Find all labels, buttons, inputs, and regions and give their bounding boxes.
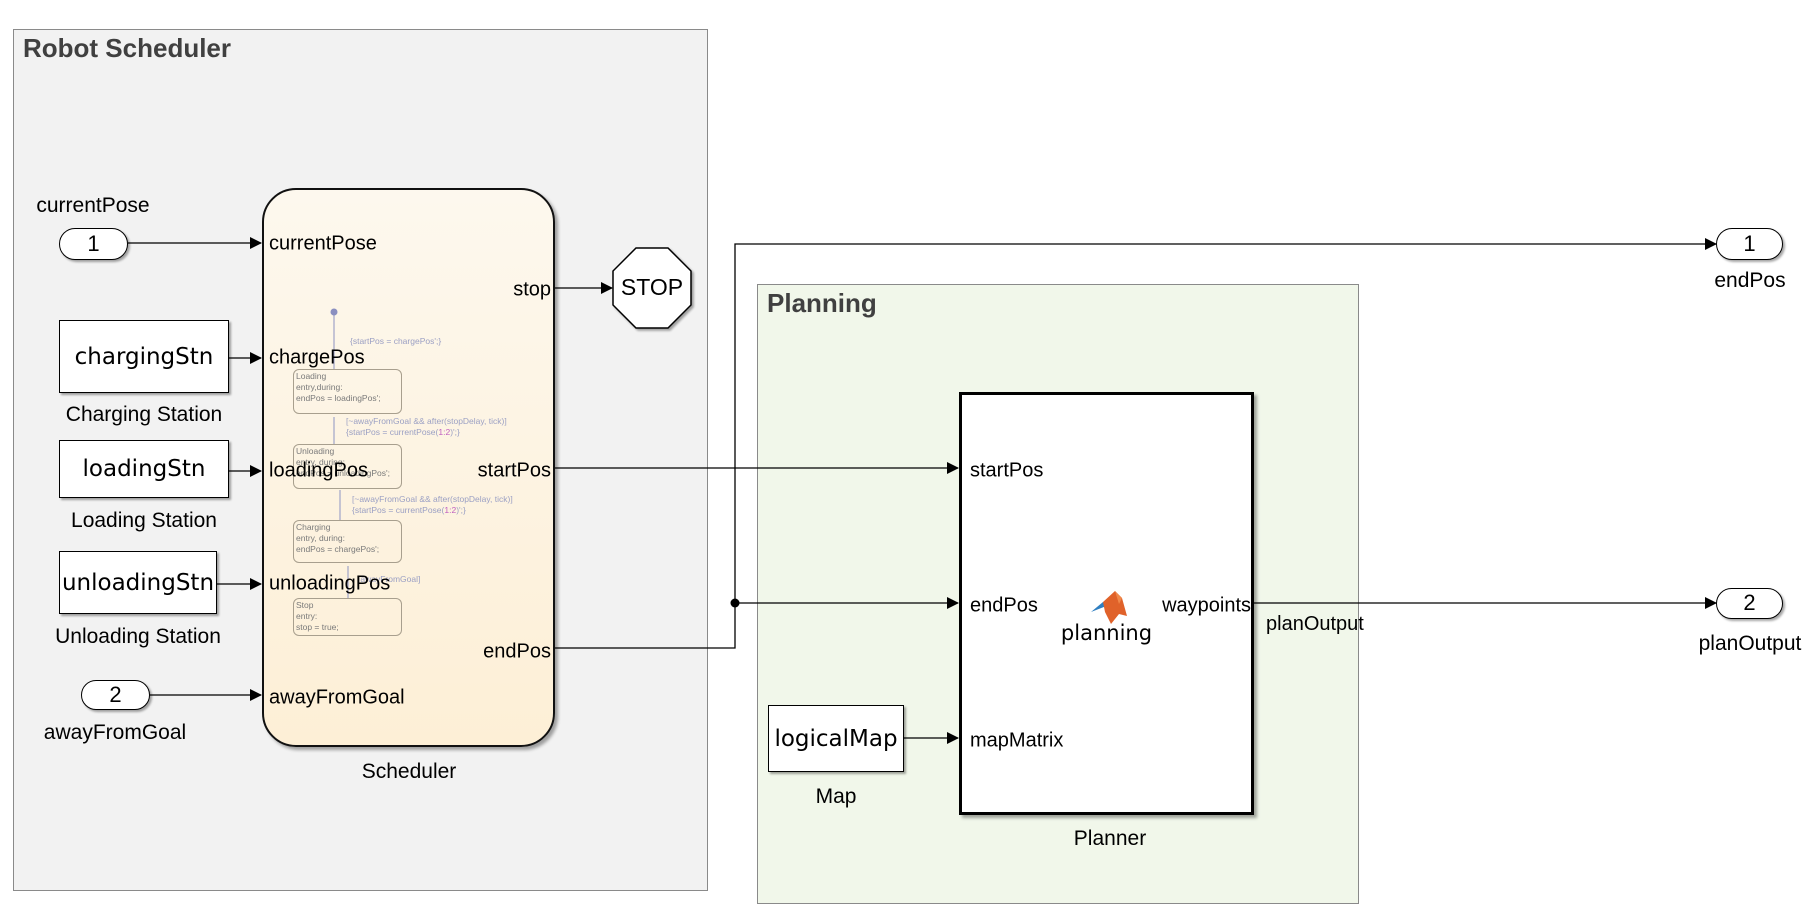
constant-loadingstn-label: Loading Station: [71, 509, 217, 532]
transition-guard: [~awayFromGoal && after(stopDelay, tick)…: [346, 416, 507, 426]
scheduler-chart[interactable]: {startPos = chargePos';} Loading entry,d…: [262, 188, 555, 747]
scheduler-in-chargepos: chargePos: [269, 346, 365, 369]
state-action: endPos = unloadingPos';: [296, 468, 391, 478]
outport-number: 1: [1743, 231, 1756, 256]
scheduler-label: Scheduler: [361, 760, 457, 783]
inport-awayfromgoal-label: awayFromGoal: [43, 721, 187, 744]
state-entry: entry, during:: [296, 457, 345, 467]
planner-in-endpos: endPos: [970, 594, 1038, 617]
planner-label: Planner: [1073, 827, 1147, 850]
transition-action: {startPos = currentPose(1:2)';}: [352, 505, 466, 515]
scheduler-in-currentpose: currentPose: [269, 232, 377, 255]
branch-point: [730, 598, 740, 608]
default-transition-action: {startPos = chargePos';}: [350, 336, 442, 346]
inport-currentpose[interactable]: 1: [59, 228, 128, 260]
inport-awayfromgoal[interactable]: 2: [81, 680, 150, 710]
inport-number: 2: [109, 682, 122, 707]
wire-endpos: [555, 238, 1717, 649]
scheduler-out-startpos: startPos: [477, 459, 551, 482]
constant-chargingstn-label: Charging Station: [65, 403, 223, 426]
outport-endpos-label: endPos: [1714, 269, 1786, 292]
constant-value: loadingStn: [82, 456, 206, 482]
planner-in-mapmatrix: mapMatrix: [970, 729, 1064, 752]
state-entry: entry, during:: [296, 533, 345, 543]
constant-value: chargingStn: [74, 343, 214, 370]
robot-scheduler-title: Robot Scheduler: [23, 33, 232, 63]
state-charging[interactable]: Charging entry, during: endPos = chargeP…: [293, 520, 402, 563]
scheduler-in-unloadingpos: unloadingPos: [269, 572, 391, 595]
planner-block[interactable]: planning: [959, 392, 1254, 815]
state-action: endPos = chargePos';: [296, 544, 380, 554]
state-unloading[interactable]: Unloading entry, during: endPos = unload…: [293, 444, 402, 489]
chart-transitions: [330, 308, 349, 598]
state-loading[interactable]: Loading entry,during: endPos = loadingPo…: [293, 369, 402, 414]
constant-value: unloadingStn: [61, 569, 215, 596]
constant-chargingstn[interactable]: chargingStn: [59, 320, 229, 393]
planner-function-name: planning: [1060, 621, 1153, 645]
state-action: endPos = loadingPos';: [296, 393, 381, 403]
state-name: Stop: [296, 600, 314, 610]
transition-action: {startPos = currentPose(1:2)';}: [346, 427, 460, 437]
scheduler-out-endpos: endPos: [483, 640, 551, 663]
default-transition-dot: [330, 308, 338, 316]
scheduler-out-stop: stop: [513, 278, 551, 301]
signal-label-planoutput: planOutput: [1266, 613, 1364, 635]
outport-planoutput[interactable]: 2: [1716, 588, 1783, 619]
planner-in-startpos: startPos: [970, 459, 1044, 482]
outport-planoutput-label: planOutput: [1698, 632, 1802, 655]
outport-number: 2: [1743, 590, 1756, 615]
constant-loadingstn[interactable]: loadingStn: [59, 440, 229, 498]
state-entry: entry:: [296, 611, 318, 621]
stop-block[interactable]: [612, 247, 696, 335]
stop-block-label: STOP: [620, 274, 684, 300]
state-name: Unloading: [296, 446, 335, 456]
constant-logicalmap[interactable]: logicalMap: [768, 705, 904, 772]
transition-loading-unloading: [~awayFromGoal && after(stopDelay, tick)…: [346, 416, 507, 438]
inport-number: 1: [87, 231, 100, 256]
state-name: Charging: [296, 522, 331, 532]
constant-value: logicalMap: [774, 725, 898, 752]
transition-guard: [~awayFromGoal && after(stopDelay, tick)…: [352, 494, 513, 504]
planning-title: Planning: [767, 288, 877, 318]
state-entry: entry,during:: [296, 382, 343, 392]
state-stop[interactable]: Stop entry: stop = true;: [293, 598, 402, 636]
constant-unloadingstn[interactable]: unloadingStn: [59, 551, 217, 614]
inport-currentpose-label: currentPose: [36, 194, 150, 217]
transition-charging-stop: [awayFromGoal]: [358, 574, 421, 584]
outport-endpos[interactable]: 1: [1716, 228, 1783, 260]
scheduler-in-awayfromgoal: awayFromGoal: [269, 686, 405, 709]
matlab-logo-icon: [1091, 591, 1127, 624]
state-action: stop = true;: [296, 622, 339, 632]
state-name: Loading: [296, 371, 327, 381]
scheduler-in-loadingpos: loadingPos: [269, 459, 368, 482]
transition-unloading-charging: [~awayFromGoal && after(stopDelay, tick)…: [352, 494, 513, 516]
constant-unloadingstn-label: Unloading Station: [55, 625, 221, 648]
constant-logicalmap-label: Map: [815, 785, 857, 808]
planner-out-waypoints: waypoints: [1162, 594, 1251, 617]
